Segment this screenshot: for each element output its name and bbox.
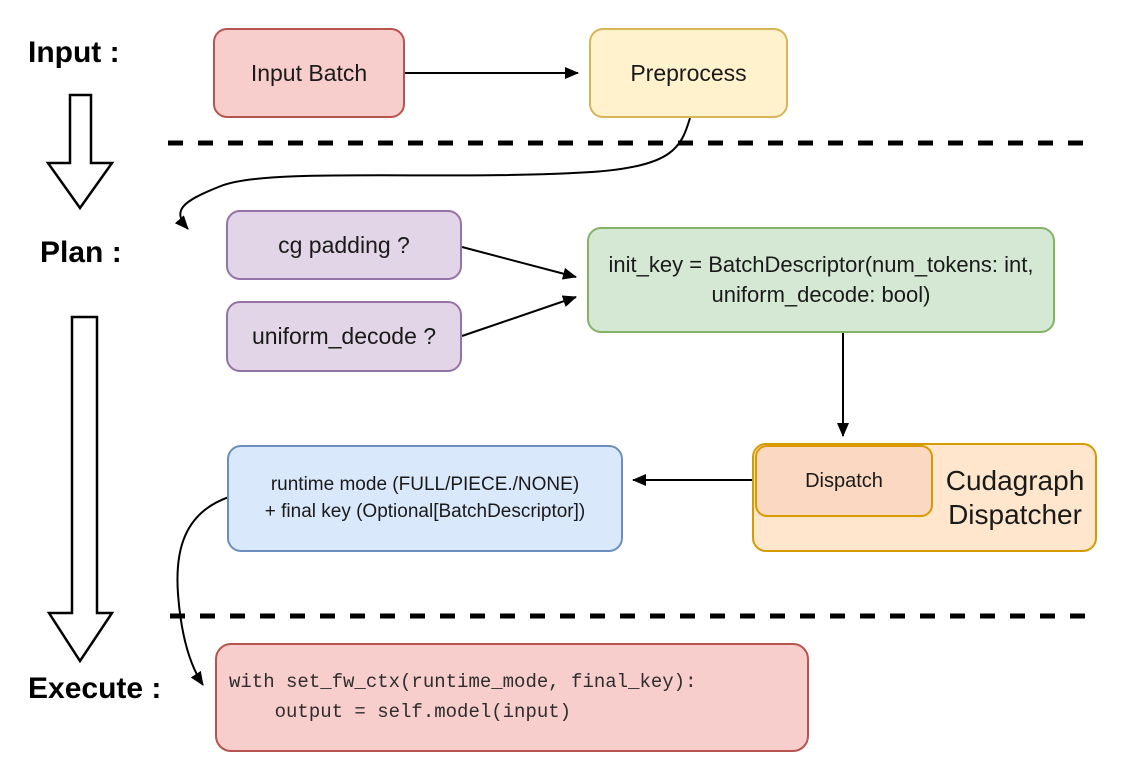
input-to-plan-arrow-icon — [45, 93, 115, 211]
execute-code-line1: with set_fw_ctx(runtime_mode, final_key)… — [229, 671, 697, 694]
cudagraph-line2: Dispatcher — [948, 498, 1082, 530]
node-runtime-mode: runtime mode (FULL/PIECE./NONE) + final … — [227, 445, 623, 552]
node-runtime-mode-line1: runtime mode (FULL/PIECE./NONE) — [270, 473, 580, 495]
edge-uniform-decode-to-init-key — [461, 295, 577, 337]
node-preprocess: Preprocess — [589, 28, 788, 118]
node-runtime-mode-label: runtime mode (FULL/PIECE./NONE) + final … — [265, 472, 586, 526]
node-input-batch: Input Batch — [213, 28, 405, 118]
node-init-key-line2: uniform_decode: bool) — [711, 282, 931, 307]
node-dispatch-label: Dispatch — [805, 469, 883, 492]
node-execute-code: with set_fw_ctx(runtime_mode, final_key)… — [215, 643, 809, 752]
stage-label-plan: Plan : — [40, 236, 122, 269]
node-uniform-decode: uniform_decode ? — [226, 301, 462, 372]
node-uniform-decode-label: uniform_decode ? — [251, 323, 437, 350]
execute-code-block: with set_fw_ctx(runtime_mode, final_key)… — [229, 668, 696, 727]
edge-cg-padding-to-init-key — [461, 246, 577, 280]
node-preprocess-label: Preprocess — [630, 59, 747, 86]
node-init-key-line1: init_key = BatchDescriptor(num_tokens: i… — [608, 252, 1034, 278]
node-init-key-label: init_key = BatchDescriptor(num_tokens: i… — [609, 250, 1034, 310]
node-cudagraph-dispatcher-label: Cudagraph Dispatcher — [933, 443, 1097, 552]
node-cg-padding-label: cg padding ? — [278, 231, 410, 258]
node-input-batch-label: Input Batch — [250, 59, 368, 86]
node-runtime-mode-line2: + final key (Optional[BatchDescriptor]) — [264, 500, 586, 522]
node-init-key: init_key = BatchDescriptor(num_tokens: i… — [587, 227, 1055, 333]
stage-label-input: Input : — [28, 36, 120, 69]
plan-to-execute-arrow-icon — [46, 315, 115, 664]
execute-code-line2: output = self.model(input) — [229, 700, 572, 723]
node-cg-padding: cg padding ? — [226, 210, 462, 280]
stage-label-execute: Execute : — [28, 672, 162, 705]
node-dispatch: Dispatch — [755, 445, 933, 517]
cudagraph-line1: Cudagraph — [945, 465, 1085, 497]
